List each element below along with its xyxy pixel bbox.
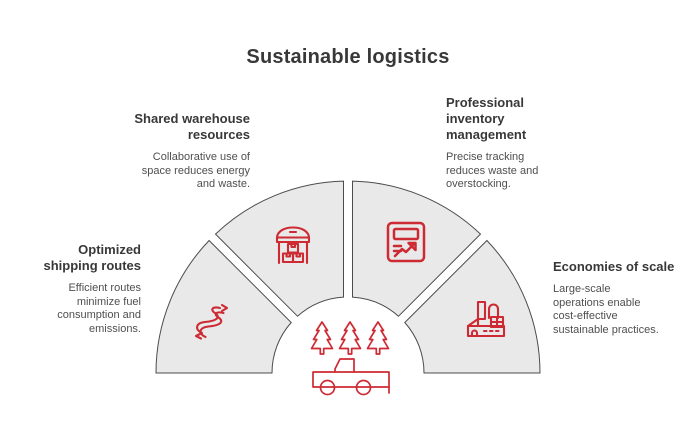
item-body: Collaborative use of space reduces energ…: [141, 151, 250, 190]
fan-segment-economies-of-scale: [404, 239, 541, 374]
item-heading: Professional inventory management: [446, 95, 527, 142]
clipboard-chart-icon: [385, 220, 427, 264]
label-shared-warehouse-resources: Shared warehouse resources Collaborative…: [134, 111, 250, 192]
item-heading: Shared warehouse resources: [134, 111, 250, 142]
item-body: Large-scale operations enable cost-effec…: [553, 283, 659, 336]
route-icon: [192, 303, 240, 341]
warehouse-icon: [273, 224, 313, 266]
truck-and-trees-icon: [310, 321, 394, 399]
label-economies-of-scale: Economies of scale Large-scale operation…: [553, 259, 674, 337]
item-body: Precise tracking reduces waste and overs…: [446, 151, 539, 190]
pine-trees-icon: [310, 321, 390, 355]
label-optimized-shipping-routes: Optimized shipping routes Efficient rout…: [44, 242, 142, 336]
pickup-truck-icon: [312, 358, 390, 396]
page-title: Sustainable logistics: [246, 46, 450, 68]
item-body: Efficient routes minimize fuel consumpti…: [57, 282, 141, 335]
factory-icon: [465, 299, 507, 339]
label-professional-inventory-management: Professional inventory management Precis…: [446, 95, 538, 192]
item-heading: Economies of scale: [553, 259, 675, 274]
item-heading: Optimized shipping routes: [43, 242, 142, 273]
